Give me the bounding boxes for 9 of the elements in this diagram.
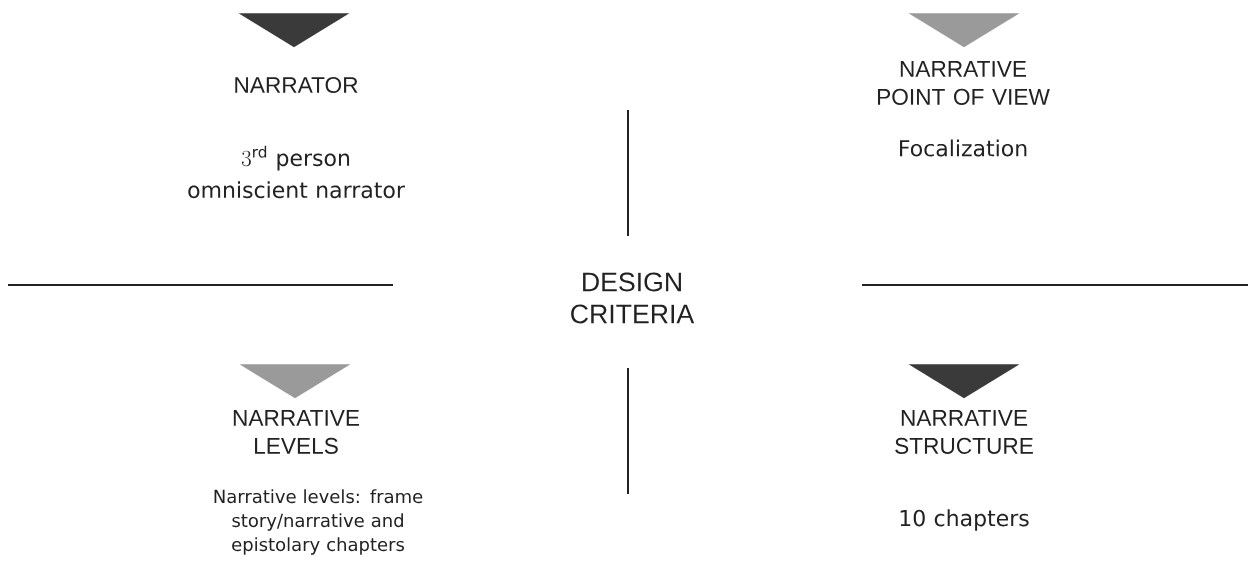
triangle-marker	[908, 13, 1020, 48]
body-text: Narrative levels: frame story/narrative and epistolary chapters	[214, 489, 423, 555]
body-text: $3^{\text{rd}}$ person omniscient narrator	[188, 145, 405, 199]
center-title: DESIGN CRITERIA	[571, 272, 695, 324]
triangle-marker	[239, 364, 351, 399]
body-text: 10 chapters	[900, 509, 1029, 531]
body-text: Focalization	[900, 139, 1027, 157]
triangle-marker	[238, 13, 350, 48]
triangle-marker	[908, 364, 1020, 399]
